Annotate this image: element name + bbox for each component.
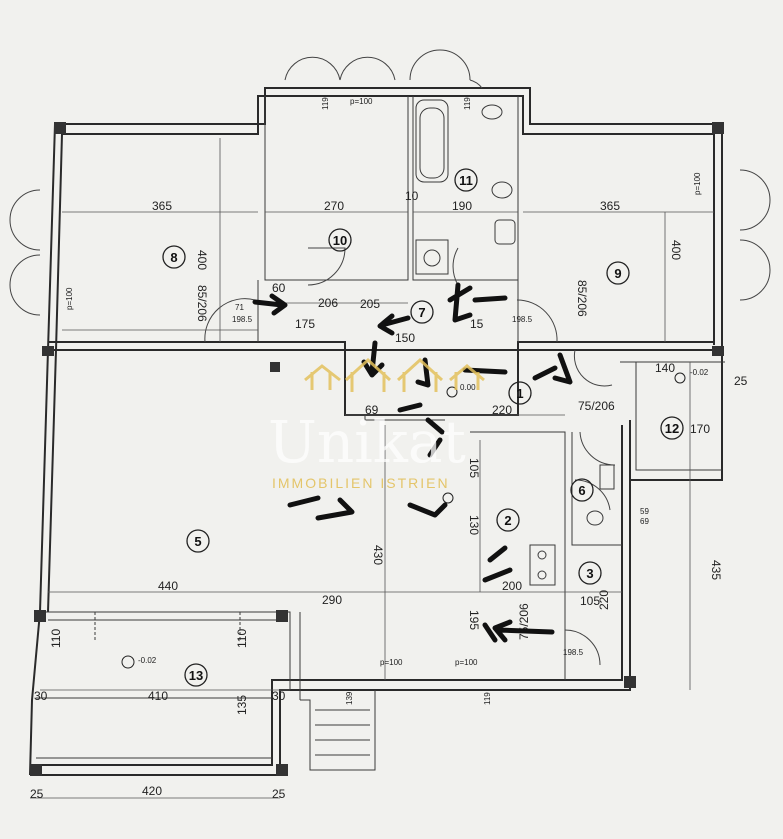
level-hall: 0.00 [460,383,476,392]
dim-190: 190 [452,199,472,213]
window-labels: p=100 p=100 p=100 p=100 p=100 119 119 13… [65,97,702,705]
watermark-subtitle: IMMOBILIEN ISTRIEN [272,475,450,491]
bathroom-fixtures [415,99,615,586]
room-number-5: 5 [194,534,201,549]
dim-30-a: 30 [34,689,48,703]
room-marker-1 [508,381,532,405]
dim-60: 60 [272,281,286,295]
watermark-name: Unikat [268,408,466,476]
dim-290: 290 [322,593,342,607]
door-swings [9,49,771,666]
dimension-labels: 365 270 190 365 10 400 400 85/206 85/206… [30,189,748,801]
terrace-rails [36,612,376,771]
window-label-bottom-1: p=100 [380,658,403,667]
level-12: -0.02 [690,368,709,377]
room-number-6: 6 [578,483,585,498]
room-number-10: 10 [333,233,347,248]
dim-15: 15 [470,317,484,331]
level-markers: 0.00 -0.02 -0.02 [121,368,709,669]
watermark: Unikat IMMOBILIEN ISTRIEN [268,357,485,491]
dim-110-right: 110 [235,629,249,648]
dim-220-b: 220 [597,590,611,610]
dim-420: 420 [142,784,162,798]
room-marker-2 [496,508,520,532]
room-marker-7 [410,300,434,324]
room-marker-12 [660,416,684,440]
dim-25-c: 25 [734,374,748,388]
window-height-2: 119 [463,97,472,110]
room-marker-3 [578,561,602,585]
dim-85-206-right: 85/206 [575,280,589,317]
room-number-12: 12 [665,421,679,436]
dim-30-b: 30 [272,689,286,703]
dim-365-right: 365 [600,199,620,213]
dim-150: 150 [395,331,415,345]
dim-198-5-a: 198.5 [232,315,253,324]
dim-10: 10 [405,189,419,203]
dim-200: 200 [502,579,522,593]
room-marker-10 [328,228,352,252]
dim-206: 206 [318,296,338,310]
room-number-11: 11 [459,173,473,188]
dim-85-206-left: 85/206 [195,285,209,322]
room-marker-5 [186,529,210,553]
dim-440: 440 [158,579,178,593]
dim-59: 59 [640,507,649,516]
room-marker-6 [570,478,594,502]
dim-135: 135 [235,695,249,715]
window-label-right: p=100 [693,172,702,195]
room-number-2: 2 [504,513,511,528]
room-number-7: 7 [418,305,425,320]
dim-205: 205 [360,297,380,311]
room-number-1: 1 [516,386,523,401]
dim-130: 130 [467,515,481,535]
dim-75-206-bottom: 75/206 [517,603,531,640]
dim-435: 435 [709,560,723,580]
dim-198-5-c: 198.5 [563,648,584,657]
dim-365-left: 365 [152,199,172,213]
dim-110-left: 110 [49,629,63,648]
dim-195: 195 [467,610,481,630]
dim-400-right: 400 [669,240,683,260]
dim-175: 175 [295,317,315,331]
window-height-1: 119 [321,97,330,110]
room-marker-8 [162,245,186,269]
room-number-3: 3 [586,566,593,581]
hand-drawn-arrows [252,282,573,643]
columns [30,122,724,776]
dim-25-a: 25 [30,787,44,801]
dim-198-5-b: 198.5 [512,315,533,324]
level-13: -0.02 [138,656,157,665]
window-height-3: 139 [345,691,354,705]
window-label-top: p=100 [350,97,373,106]
dim-170: 170 [690,422,710,436]
room-marker-11 [454,168,478,192]
dim-25-b: 25 [272,787,286,801]
room-marker-9 [606,261,630,285]
dim-105-b: 105 [580,594,600,608]
dim-400-left: 400 [195,250,209,270]
room-marker-13 [184,663,208,687]
window-label-bottom-2: p=100 [455,658,478,667]
dimension-lines [30,138,714,799]
dim-75-206-top: 75/206 [578,399,615,413]
dim-430: 430 [371,545,385,565]
dim-69: 69 [365,403,379,417]
window-label-left: p=100 [65,287,74,310]
dim-410: 410 [148,689,168,703]
window-height-4: 119 [483,692,492,705]
dim-71: 71 [235,303,244,312]
room-number-9: 9 [614,266,621,281]
dim-270: 270 [324,199,344,213]
dim-69-b: 69 [640,517,649,526]
room-number-8: 8 [170,250,177,265]
room-number-13: 13 [189,668,203,683]
dim-220: 220 [492,403,512,417]
dim-105: 105 [467,458,481,478]
dim-140: 140 [655,361,675,375]
